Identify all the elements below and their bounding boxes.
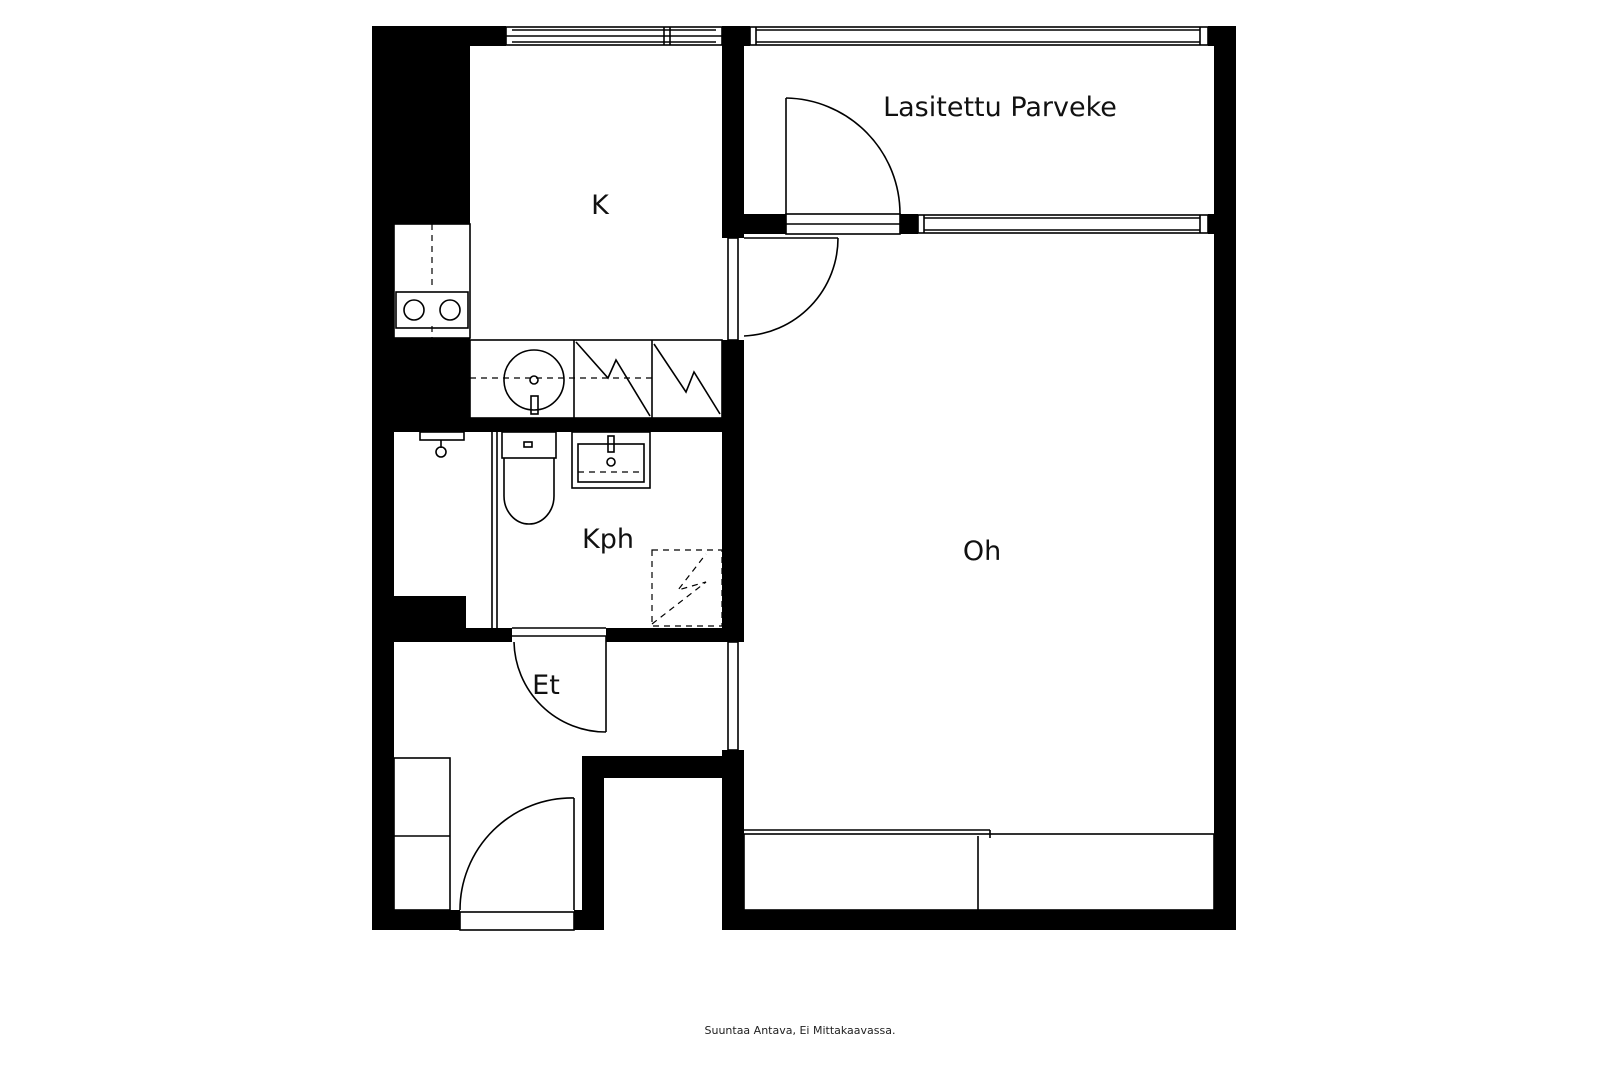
storage-fixtures [393,757,1215,911]
label-living-room: Oh [963,536,1001,567]
doors [459,97,901,911]
scale-disclaimer: Suuntaa Antava, Ei Mittakaavassa. [704,1024,896,1037]
bathroom-fixtures [419,431,723,628]
label-balcony: Lasitettu Parveke [883,92,1117,123]
room-labels: K Lasitettu Parveke Oh Kph Et [532,92,1117,701]
kitchen-fixtures [393,223,723,419]
walls [372,26,1236,930]
label-bathroom: Kph [582,524,634,555]
label-hall: Et [532,670,560,701]
windows [459,26,1209,931]
label-kitchen: K [591,190,610,221]
